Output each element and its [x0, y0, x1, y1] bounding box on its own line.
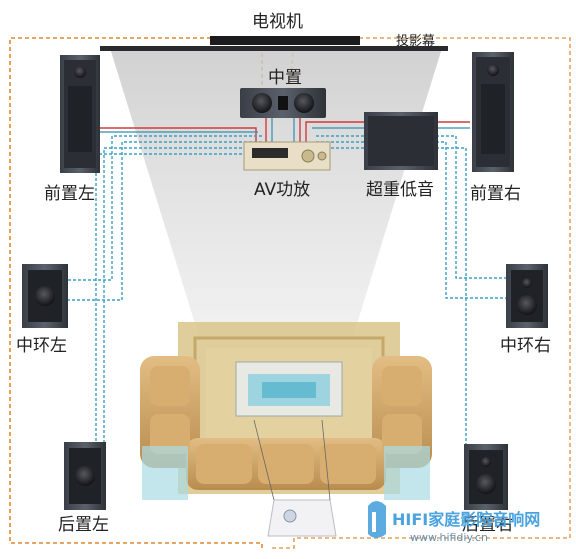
rear-left-label: 后置左 [58, 515, 109, 535]
orange-dashed-cable-2 [272, 37, 571, 549]
center-label: 中置 [268, 68, 302, 88]
projector [267, 499, 337, 537]
tv-panel [210, 36, 360, 45]
side-table-left [142, 446, 188, 500]
mid-surround-right-speaker [506, 264, 548, 328]
center-speaker [240, 88, 326, 118]
rear-right-speaker [464, 444, 508, 510]
rear-left-speaker [64, 442, 106, 510]
screen-bar [100, 46, 448, 51]
projection-beam [110, 48, 442, 340]
av-amplifier [243, 141, 331, 171]
side-table-right [384, 446, 430, 500]
front-left-label: 前置左 [44, 184, 95, 204]
mid-surround-left-label: 中环左 [16, 336, 67, 356]
av-amp-label: AV功放 [254, 180, 311, 200]
subwoofer-label: 超重低音 [366, 180, 434, 200]
watermark-title: HIFI家庭影院音响网 [392, 510, 541, 529]
front-right-label: 前置右 [470, 184, 521, 204]
watermark-url: www.hifidiy.cn [410, 531, 488, 544]
front-left-speaker [60, 55, 100, 173]
rear-right-label: 后置右 [462, 515, 513, 535]
front-right-speaker [472, 52, 514, 172]
subwoofer [364, 112, 438, 170]
mid-surround-right-label: 中环右 [500, 336, 551, 356]
sofa-set [140, 356, 432, 490]
tv-label: 电视机 [252, 12, 303, 32]
watermark-logo [368, 501, 386, 538]
screen-label: 投影幕 [396, 34, 436, 49]
mid-surround-left-speaker [22, 264, 68, 328]
